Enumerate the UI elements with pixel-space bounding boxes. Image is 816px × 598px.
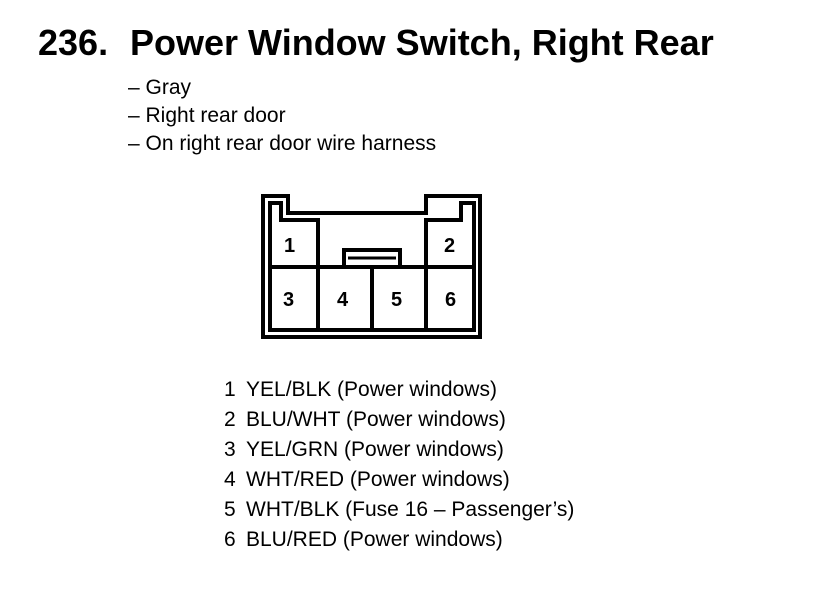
pin-description: WHT/BLK (Fuse 16 – Passenger’s)	[246, 498, 575, 521]
pin-row-5: 5 WHT/BLK (Fuse 16 – Passenger’s)	[224, 495, 574, 525]
pin-description: BLU/WHT (Power windows)	[246, 408, 506, 431]
cavity-outline-1	[268, 201, 320, 267]
cavity-outline-2	[424, 201, 476, 267]
description-location: – Right rear door	[128, 104, 286, 127]
pin-description: BLU/RED (Power windows)	[246, 528, 503, 551]
cavity-label-3: 3	[283, 289, 294, 311]
cavity-label-1: 1	[284, 235, 295, 257]
pin-row-6: 6 BLU/RED (Power windows)	[224, 525, 574, 555]
connector-description: – Gray – Right rear door – On right rear…	[128, 74, 436, 158]
pin-number: 3	[224, 438, 236, 461]
pin-number: 6	[224, 528, 236, 551]
pin-number: 5	[224, 498, 236, 521]
description-harness: – On right rear door wire harness	[128, 132, 437, 155]
pin-description: YEL/GRN (Power windows)	[246, 438, 504, 461]
cavity-label-4: 4	[337, 289, 349, 311]
pin-row-2: 2 BLU/WHT (Power windows)	[224, 405, 574, 435]
cavity-label-2: 2	[444, 235, 455, 257]
title-text: Power Window Switch, Right Rear	[130, 22, 714, 63]
pin-row-4: 4 WHT/RED (Power windows)	[224, 465, 574, 495]
pin-description: WHT/RED (Power windows)	[246, 468, 510, 491]
cavity-label-6: 6	[445, 289, 456, 311]
locking-tab	[342, 248, 402, 267]
pin-number: 1	[224, 378, 236, 401]
pin-number: 4	[224, 468, 236, 491]
pin-list: 1 YEL/BLK (Power windows) 2 BLU/WHT (Power…	[224, 375, 574, 555]
page-title: 236. Power Window Switch, Right Rear	[38, 22, 714, 64]
pin-number: 2	[224, 408, 236, 431]
pin-description: YEL/BLK (Power windows)	[246, 378, 497, 401]
pin-row-3: 3 YEL/GRN (Power windows)	[224, 435, 574, 465]
description-color: – Gray	[128, 76, 192, 99]
connector-housing	[261, 194, 482, 339]
pin-row-1: 1 YEL/BLK (Power windows)	[224, 375, 574, 405]
title-number: 236.	[38, 22, 109, 63]
cavity-label-5: 5	[391, 289, 402, 311]
